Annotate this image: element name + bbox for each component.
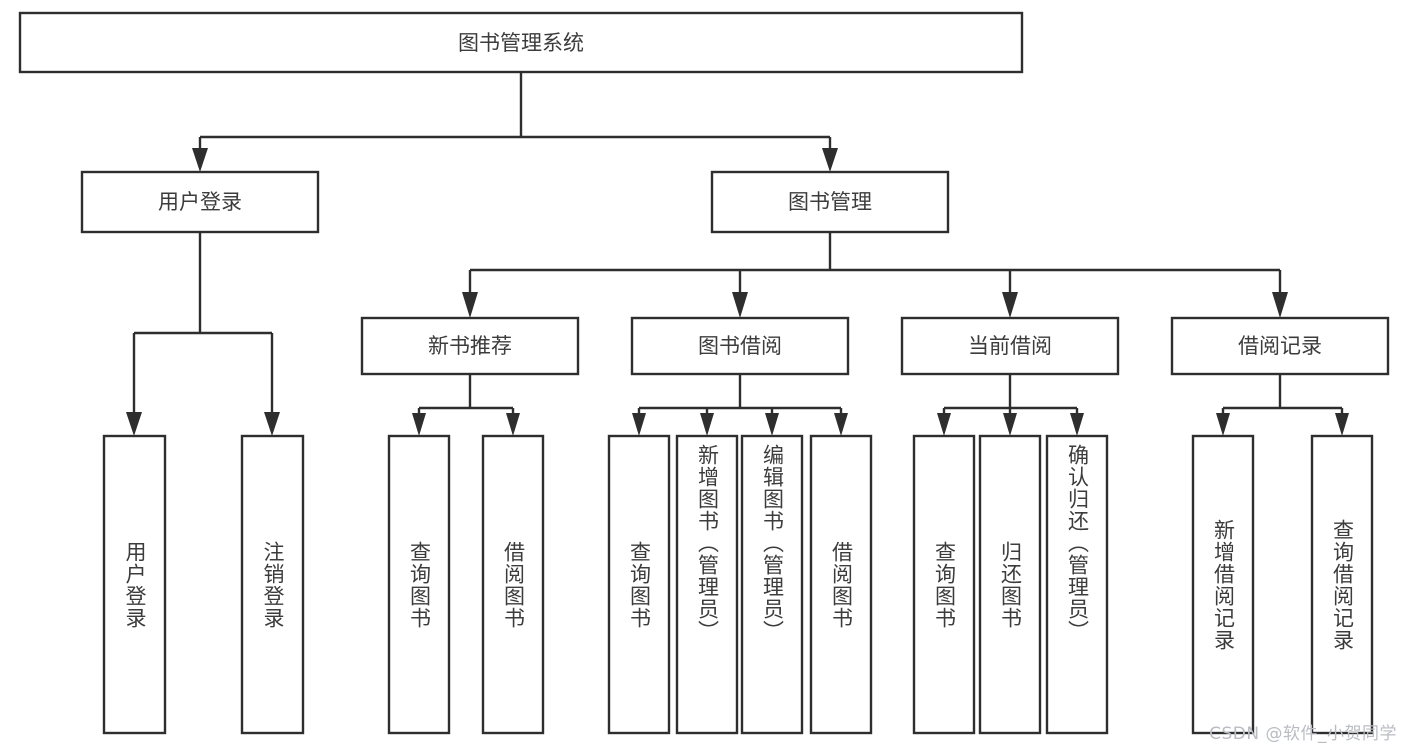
node-label-record: 借阅记录: [1238, 334, 1322, 358]
arrow-head-leaf11: [1070, 413, 1084, 436]
node-box-leaf13[interactable]: [1310, 434, 1374, 735]
arrow-head-bookmgmt: [822, 148, 838, 172]
node-label-current: 当前借阅: [968, 334, 1052, 358]
arrow-head-leaf6: [700, 413, 714, 436]
arrow-head-borrow: [732, 292, 748, 318]
csdn-watermark: CSDN @软件_小贺同学: [1209, 724, 1397, 744]
node-box-leaf4[interactable]: [481, 434, 545, 735]
arrow-head-leaf2: [264, 412, 280, 436]
arrow-head-leaf3: [412, 413, 426, 436]
node-label-bookmgmt: 图书管理: [788, 190, 872, 214]
node-label-root: 图书管理系统: [458, 31, 584, 55]
arrow-head-record: [1272, 292, 1288, 318]
node-box-bookmgmt[interactable]: [710, 170, 950, 234]
arrow-head-login: [192, 148, 208, 172]
node-layer: [18, 11, 1390, 735]
node-box-root[interactable]: [18, 11, 1024, 74]
node-box-leaf9[interactable]: [912, 434, 976, 735]
node-box-record[interactable]: [1170, 316, 1390, 376]
arrow-head-leaf4: [506, 413, 520, 436]
arrow-head-leaf1: [126, 412, 142, 436]
node-box-leaf11[interactable]: [1045, 434, 1109, 735]
node-box-borrow[interactable]: [630, 316, 850, 376]
node-box-login[interactable]: [80, 170, 320, 234]
arrow-head-leaf13: [1335, 413, 1349, 436]
node-box-leaf3[interactable]: [387, 434, 451, 735]
node-box-leaf8[interactable]: [809, 434, 873, 735]
node-box-leaf12[interactable]: [1191, 434, 1255, 735]
node-label-borrow: 图书借阅: [698, 334, 782, 358]
node-box-leaf1[interactable]: [102, 434, 167, 735]
node-box-leaf5[interactable]: [607, 434, 671, 735]
arrow-head-leaf10: [1003, 413, 1017, 436]
node-box-leaf7[interactable]: [740, 434, 804, 735]
arrow-head-leaf9: [937, 413, 951, 436]
node-box-leaf6[interactable]: [675, 434, 739, 735]
connector-layer: [126, 72, 1349, 436]
arrow-head-current: [1002, 292, 1018, 318]
node-box-current[interactable]: [900, 316, 1120, 376]
horizontal-label-layer: 图书管理系统 用户登录 图书管理 新书推荐 图书借阅 当前借阅 借阅记录: [158, 31, 1322, 358]
node-box-leaf10[interactable]: [978, 434, 1042, 735]
arrow-head-leaf7: [765, 413, 779, 436]
node-box-newbook[interactable]: [360, 316, 580, 376]
arrow-head-leaf8: [834, 413, 848, 436]
node-label-login: 用户登录: [158, 190, 242, 214]
arrow-head-leaf5: [632, 413, 646, 436]
arrow-head-leaf12: [1216, 413, 1230, 436]
arrow-head-newbook: [462, 292, 478, 318]
node-label-newbook: 新书推荐: [428, 334, 512, 358]
node-box-leaf2[interactable]: [240, 434, 305, 735]
